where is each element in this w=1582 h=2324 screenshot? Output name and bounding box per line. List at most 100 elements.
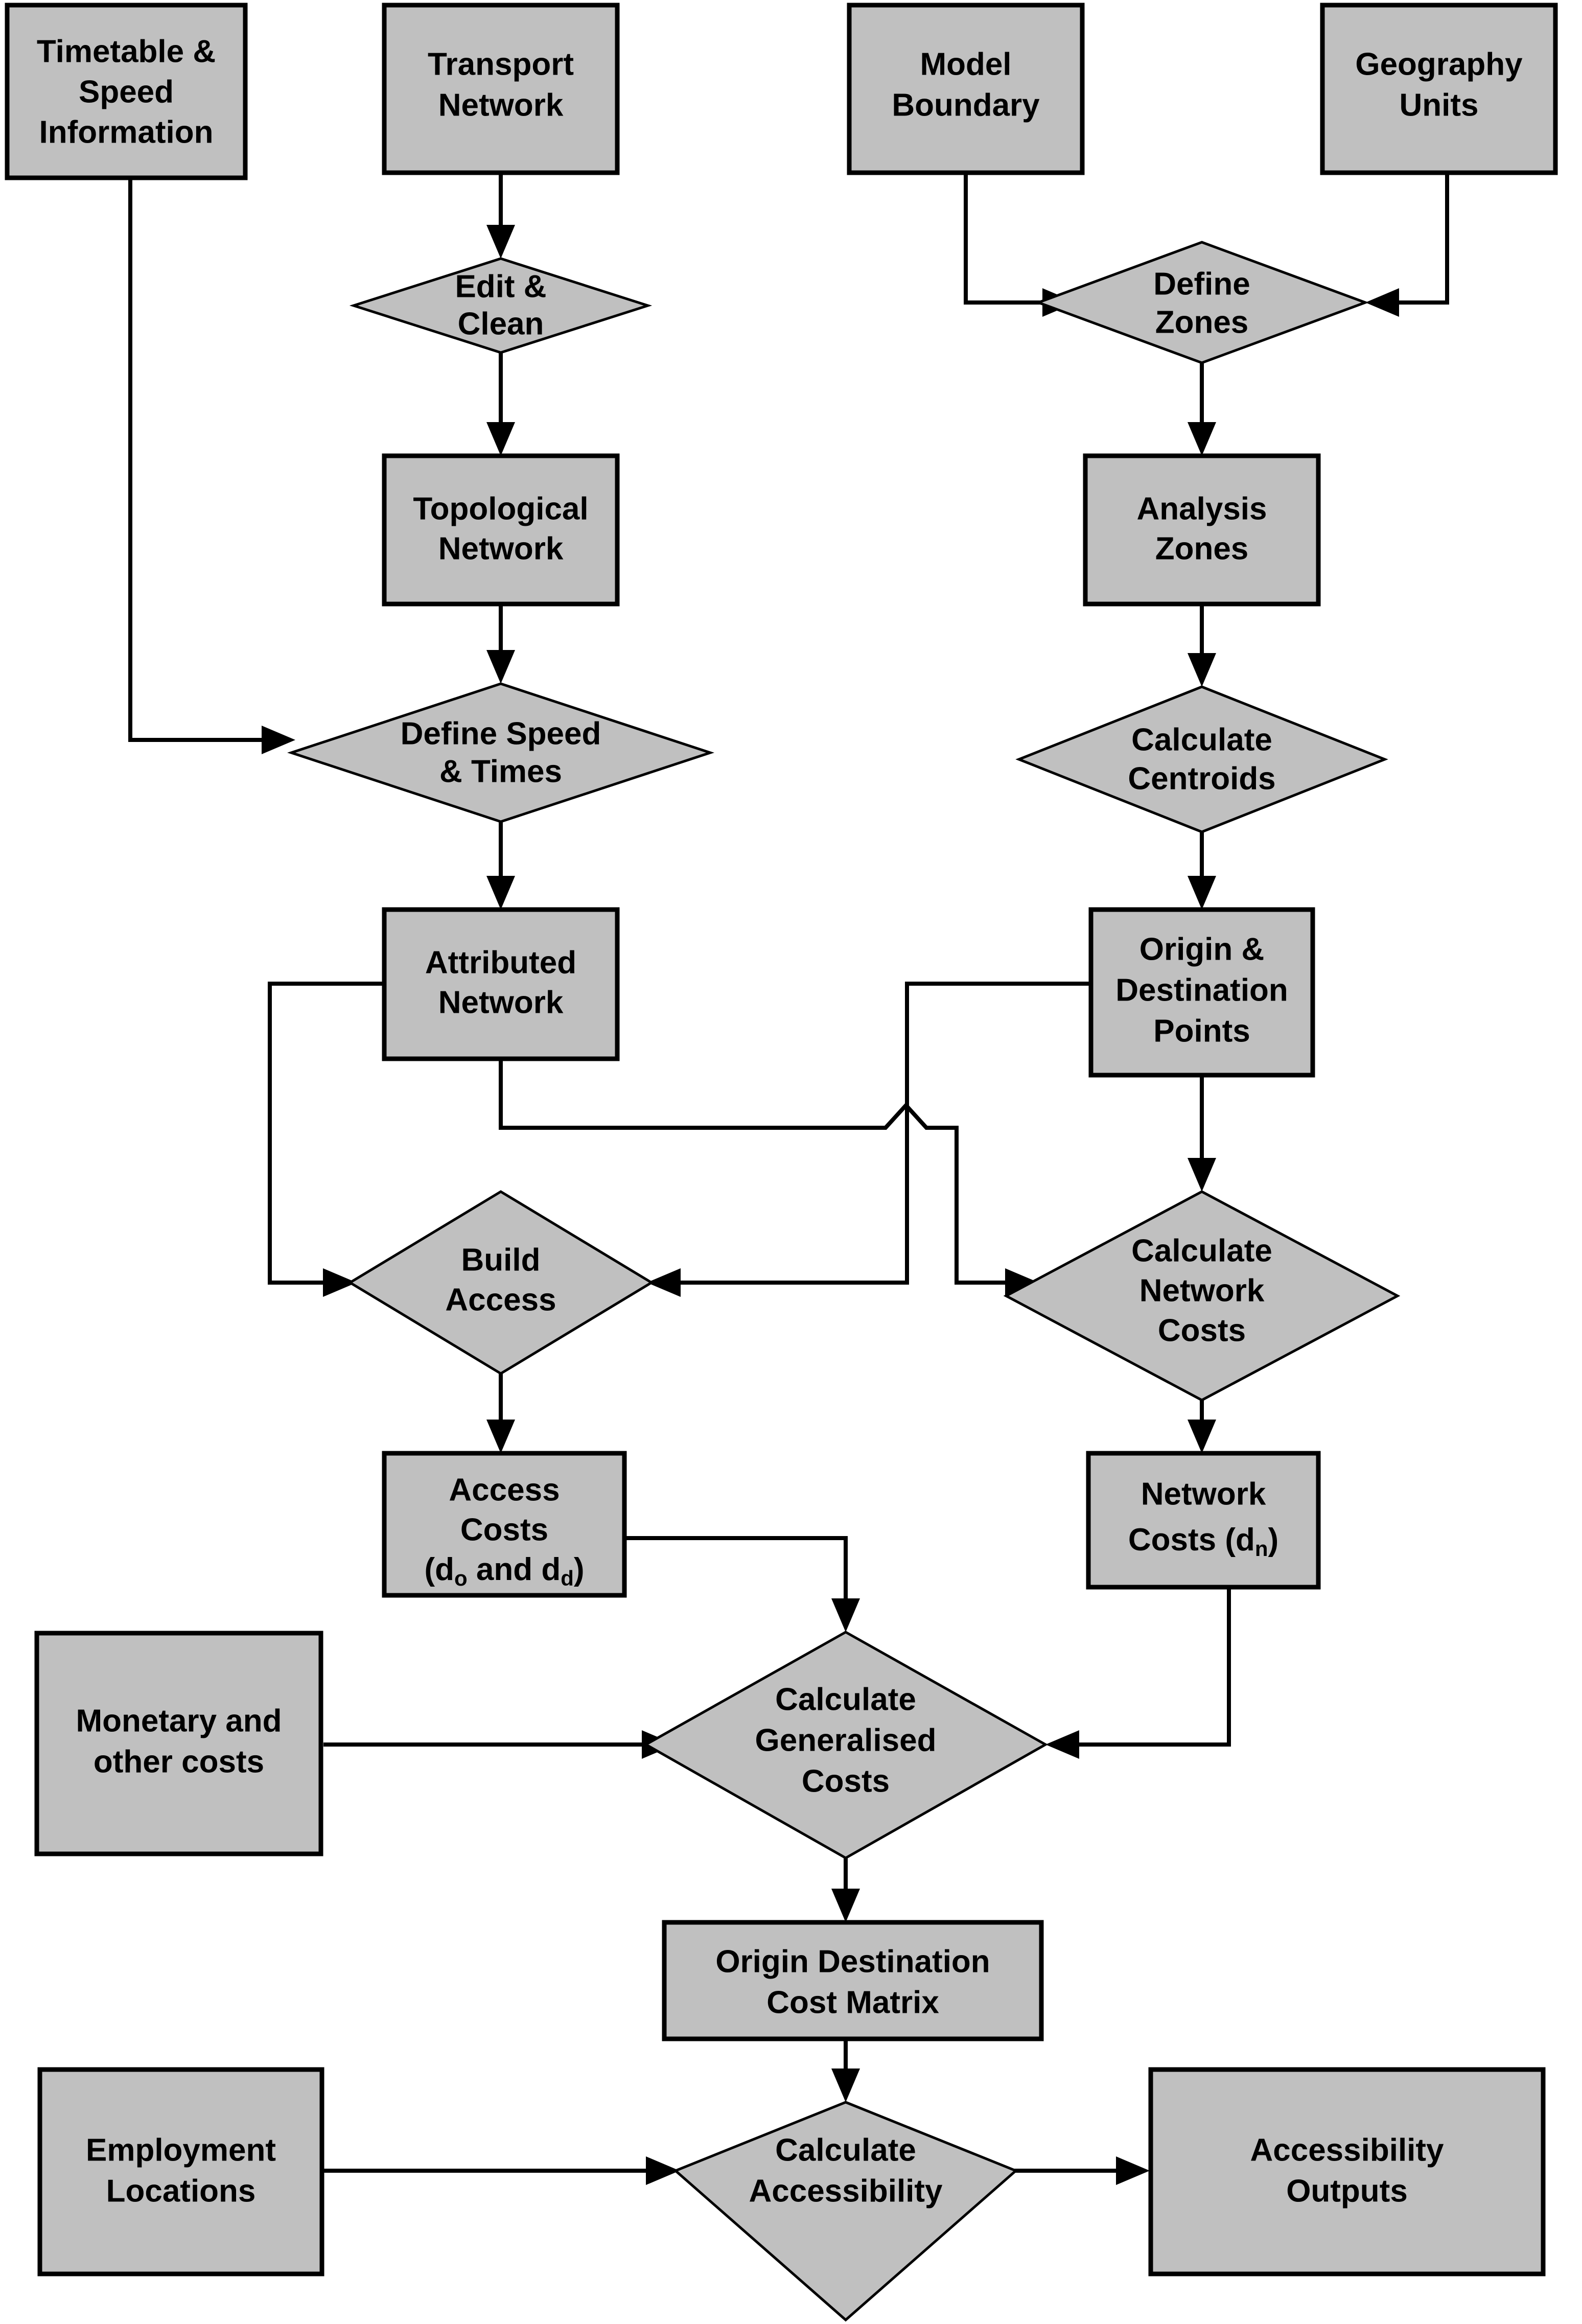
node-monetary-other-costs[interactable]: Monetary and other costs [34, 1631, 323, 1856]
node-label-access-costs-line1: Access [449, 1472, 560, 1507]
node-label-transport-line1: Transport [428, 47, 574, 82]
arrowhead-calc-centroids-od-points [1188, 876, 1216, 910]
node-label-define-speed-line1: Define Speed [401, 716, 601, 751]
node-label-access-outputs-line2: Outputs [1286, 2173, 1408, 2209]
network-costs-sub-n: n [1255, 1537, 1268, 1561]
edge-network-costs-to-calc-gen-costs [1075, 1586, 1231, 1747]
node-label-access-outputs-line1: Accessibility [1250, 2132, 1444, 2168]
arrowhead-od-matrix-calc-access [831, 2069, 860, 2102]
arrowhead-build-access-access-costs [486, 1420, 515, 1453]
edge-geography-units-to-define-zones [1395, 173, 1449, 305]
arrowhead-edit-clean-topological [486, 422, 515, 456]
node-label-attributed-line2: Network [438, 985, 564, 1020]
node-origin-destination-cost-matrix[interactable]: Origin Destination Cost Matrix [662, 1920, 1044, 2041]
node-timetable-speed-information[interactable]: Timetable & Speed Information [5, 3, 248, 180]
node-calculate-generalised-costs[interactable]: Calculate Generalised Costs [643, 1631, 1049, 1860]
arrowhead-transport-edit-clean [486, 225, 515, 259]
arrowhead-attributed-build-access [323, 1268, 357, 1297]
node-analysis-zones[interactable]: Analysis Zones [1083, 453, 1321, 607]
node-label-monetary-line1: Monetary and [76, 1703, 282, 1738]
node-label-calc-gen-costs-line2: Generalised [755, 1723, 937, 1758]
access-costs-sub-c: ) [574, 1552, 585, 1587]
arrowhead-topological-define-speed [486, 650, 515, 684]
node-build-access[interactable]: Build Access [347, 1190, 654, 1375]
access-costs-sub-b: and d [468, 1552, 561, 1587]
node-label-calc-gen-costs-line1: Calculate [775, 1682, 916, 1717]
node-label-define-speed-line2: & Times [439, 754, 562, 789]
access-costs-sub-o: o [454, 1566, 468, 1590]
network-costs-sub-b: ) [1268, 1522, 1279, 1558]
node-define-zones[interactable]: Define Zones [1034, 241, 1369, 364]
node-label-geography-units-line1: Geography [1355, 47, 1523, 82]
node-label-od-points-line3: Points [1153, 1013, 1250, 1049]
node-origin-destination-points[interactable]: Origin & Destination Points [1088, 907, 1315, 1078]
node-edit-clean[interactable]: Edit & Clean [349, 257, 653, 354]
arrowhead-define-zones-analysis-zones [1188, 422, 1216, 456]
node-calculate-accessibility[interactable]: Calculate Accessibility [673, 2101, 1018, 2322]
edge-od-points-to-build-access [677, 982, 1095, 1285]
arrowhead-attributed-calc-network [1005, 1268, 1039, 1297]
node-network-costs[interactable]: Network Costs (dn) [1086, 1451, 1321, 1590]
node-attributed-network[interactable]: Attributed Network [382, 907, 620, 1061]
node-label-od-points-line1: Origin & [1139, 932, 1265, 967]
node-label-network-costs-line2: Costs (dn) [1128, 1522, 1278, 1561]
node-label-timetable-line2: Speed [79, 74, 174, 109]
edge-model-boundary-to-define-zones [964, 173, 1046, 305]
node-label-transport-line2: Network [438, 87, 564, 123]
node-label-define-zones-line2: Zones [1155, 305, 1249, 340]
node-label-edit-clean-line1: Edit & [455, 269, 546, 304]
arrowhead-calc-network-network-costs [1188, 1420, 1216, 1453]
node-label-calc-access-line2: Accessibility [749, 2173, 943, 2209]
node-label-edit-clean-line2: Clean [458, 306, 544, 341]
node-geography-units[interactable]: Geography Units [1320, 3, 1558, 175]
node-label-calc-network-line3: Costs [1158, 1313, 1246, 1348]
node-label-build-access-line1: Build [461, 1242, 541, 1277]
edge-attributed-to-build-access [268, 982, 388, 1285]
node-label-analysis-zones-line2: Zones [1155, 531, 1249, 566]
node-label-geography-units-line2: Units [1400, 87, 1479, 123]
node-label-define-zones-line1: Define [1153, 266, 1250, 301]
node-label-model-boundary-line2: Boundary [892, 87, 1040, 123]
arrowhead-timetable-define-speed [262, 726, 295, 754]
node-label-calc-network-line1: Calculate [1131, 1233, 1272, 1268]
arrowhead-employment-calc-access [646, 2156, 680, 2185]
node-topological-network[interactable]: Topological Network [382, 453, 620, 607]
node-label-timetable-line1: Timetable & [37, 34, 216, 69]
node-label-employment-line2: Locations [106, 2173, 256, 2209]
arrowhead-calc-gen-costs-od-matrix [831, 1889, 860, 1922]
node-accessibility-outputs[interactable]: Accessibility Outputs [1148, 2067, 1546, 2276]
network-costs-sub-a: Costs (d [1128, 1522, 1255, 1558]
nodes-layer: Timetable & Speed Information Transport … [5, 3, 1558, 2322]
node-label-od-points-line2: Destination [1115, 972, 1288, 1008]
node-employment-locations[interactable]: Employment Locations [37, 2067, 324, 2276]
node-label-access-costs-line2: Costs [460, 1512, 548, 1547]
arrowhead-network-costs-calc-gen-costs [1045, 1730, 1079, 1759]
node-label-model-boundary-line1: Model [920, 47, 1011, 82]
node-label-calc-network-line2: Network [1139, 1273, 1265, 1308]
arrowhead-od-points-calc-network [1188, 1158, 1216, 1192]
node-label-employment-line1: Employment [86, 2132, 276, 2168]
node-label-network-costs-line1: Network [1141, 1476, 1266, 1512]
node-label-topological-line1: Topological [413, 491, 588, 526]
node-define-speed-times[interactable]: Define Speed & Times [287, 682, 714, 823]
node-calculate-centroids[interactable]: Calculate Centroids [1015, 685, 1388, 833]
edge-access-costs-to-calc-gen-costs [626, 1536, 848, 1605]
edge-attributed-to-calc-network-costs [499, 1059, 1009, 1285]
node-label-analysis-zones-line1: Analysis [1136, 491, 1267, 526]
access-costs-sub-d: d [561, 1566, 574, 1590]
node-label-calc-access-line1: Calculate [775, 2132, 916, 2168]
arrowhead-geography-units-define-zones [1365, 288, 1399, 317]
node-model-boundary[interactable]: Model Boundary [847, 3, 1085, 175]
node-label-monetary-line2: other costs [94, 1744, 264, 1779]
arrowhead-define-speed-attributed [486, 876, 515, 910]
edge-timetable-to-define-speed [128, 178, 266, 742]
access-costs-sub-a: (d [424, 1552, 454, 1587]
node-transport-network[interactable]: Transport Network [382, 3, 620, 175]
arrowhead-analysis-zones-calc-centroids [1188, 653, 1216, 687]
node-access-costs[interactable]: Access Costs (do and dd) [382, 1451, 627, 1598]
node-calculate-network-costs[interactable]: Calculate Network Costs [1003, 1190, 1401, 1402]
node-label-calc-centroids-line1: Calculate [1131, 722, 1272, 757]
node-label-access-costs-line3: (do and dd) [424, 1552, 584, 1590]
